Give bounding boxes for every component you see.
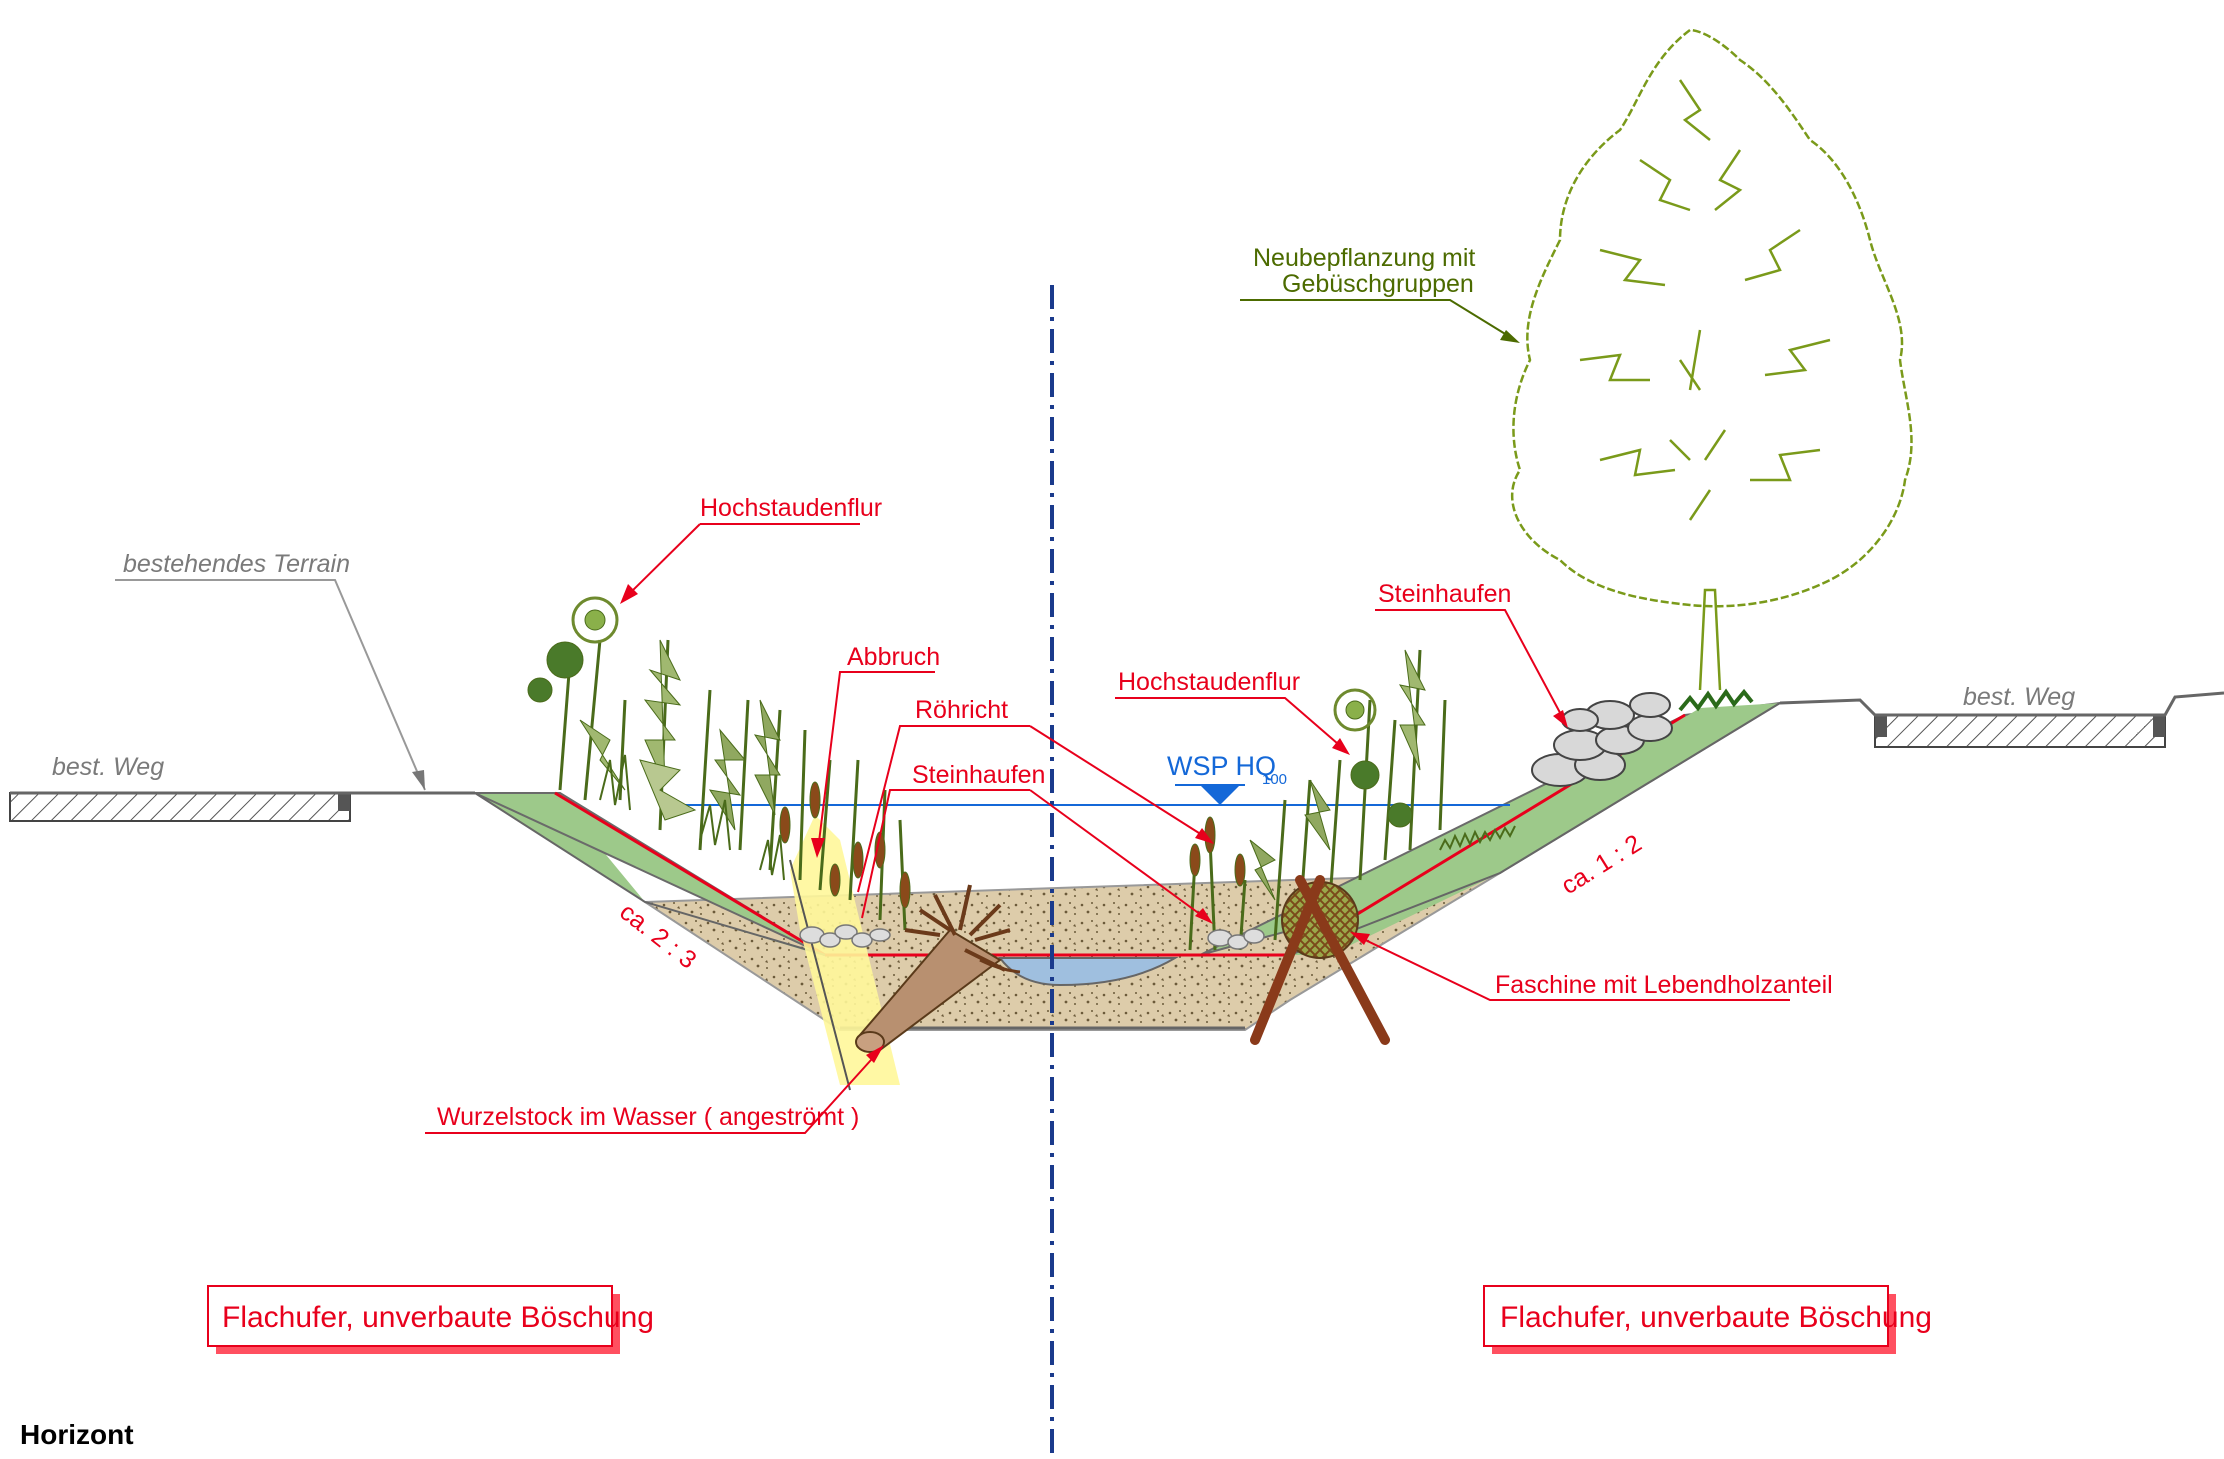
svg-text:bestehendes Terrain: bestehendes Terrain — [123, 550, 350, 578]
wsp-label: WSP HQ — [1167, 751, 1276, 781]
stone-pile-right — [1531, 692, 1673, 787]
annotation-wurzelstock: Wurzelstock im Wasser ( angeströmt ) — [425, 1045, 884, 1134]
annotation-steinhaufen-left: Steinhaufen — [861, 761, 1213, 924]
path-slab-right — [1874, 714, 2166, 748]
annotation-steinhaufen-right: Steinhaufen — [1375, 580, 1568, 728]
stones-right-small — [1207, 928, 1265, 950]
path-slab-left — [9, 792, 351, 822]
svg-text:Neubepflanzung mit: Neubepflanzung mit — [1253, 244, 1475, 272]
annotation-hochstaudenflur-left: Hochstaudenflur — [620, 494, 882, 604]
svg-text:Gebüschgruppen: Gebüschgruppen — [1282, 270, 1474, 298]
svg-text:Faschine mit Lebendholzanteil: Faschine mit Lebendholzanteil — [1495, 971, 1833, 999]
annotation-neubepflanzung: Neubepflanzung mit Gebüschgruppen — [1240, 244, 1520, 343]
svg-text:Hochstaudenflur: Hochstaudenflur — [1118, 668, 1300, 696]
annotation-roehricht: Röhricht — [857, 696, 1214, 893]
wsp-triangle — [1200, 785, 1240, 805]
svg-text:Steinhaufen: Steinhaufen — [912, 761, 1045, 789]
root-zone — [790, 815, 900, 1085]
box-right: Flachufer, unverbaute Böschung — [1483, 1285, 1932, 1354]
annotation-abbruch: Abbruch — [811, 643, 940, 858]
svg-text:Wurzelstock im Wasser ( angest: Wurzelstock im Wasser ( angeströmt ) — [437, 1103, 859, 1131]
water-level: WSP HQ 100 — [662, 751, 1510, 806]
vegetation-right — [1188, 649, 1754, 951]
svg-text:Flachufer, unverbaute Böschung: Flachufer, unverbaute Böschung — [222, 1301, 654, 1334]
terrain-line-right — [1779, 691, 2224, 717]
svg-text:Flachufer, unverbaute Böschung: Flachufer, unverbaute Böschung — [1500, 1301, 1932, 1334]
svg-text:Abbruch: Abbruch — [847, 643, 940, 671]
slope-line-left — [554, 791, 826, 957]
label-best-weg-right: best. Weg — [1963, 683, 2075, 711]
vegetation-left — [527, 596, 911, 931]
annotation-bestehendes-terrain: bestehendes Terrain — [115, 550, 426, 791]
svg-text:Hochstaudenflur: Hochstaudenflur — [700, 494, 882, 522]
tree — [1510, 28, 1913, 691]
root-stock — [855, 884, 1021, 1053]
annotation-faschine: Faschine mit Lebendholzanteil — [1350, 932, 1833, 1001]
water — [998, 957, 1179, 987]
box-left: Flachufer, unverbaute Böschung — [207, 1285, 654, 1354]
wsp-subscript: 100 — [1262, 771, 1287, 788]
footer-horizont: Horizont — [20, 1419, 134, 1450]
svg-text:Röhricht: Röhricht — [915, 696, 1008, 724]
annotation-hochstaudenflur-right: Hochstaudenflur — [1115, 668, 1350, 755]
fascine — [1250, 875, 1390, 1045]
stones-left — [799, 924, 891, 948]
terrain — [9, 691, 2224, 822]
label-slope-right: ca. 1 : 2 — [1556, 829, 1646, 900]
svg-text:Steinhaufen: Steinhaufen — [1378, 580, 1511, 608]
label-best-weg-left: best. Weg — [52, 753, 164, 781]
